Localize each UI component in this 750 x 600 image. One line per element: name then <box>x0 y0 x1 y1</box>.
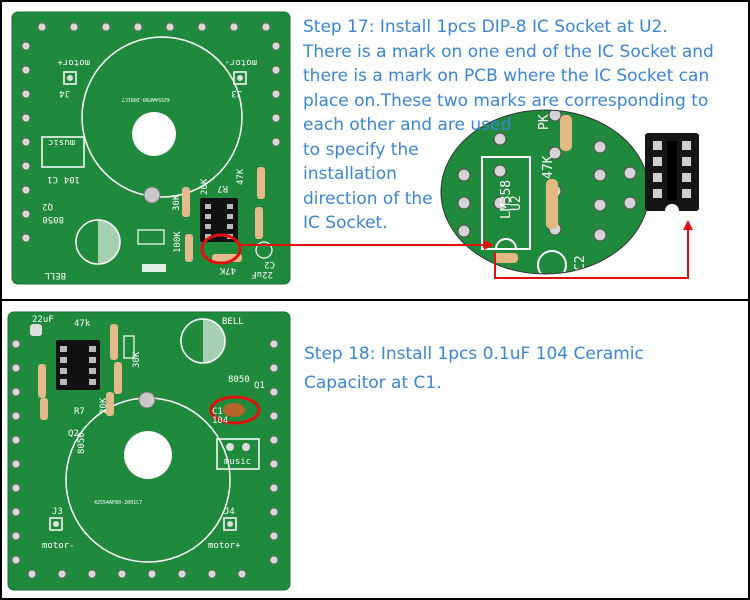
zoom-label-u2: U2 <box>509 195 524 211</box>
label-r7: R7 <box>217 183 228 193</box>
label-q2-name: Q2 <box>42 201 53 211</box>
label-q1-type: 8050 <box>228 375 250 385</box>
label-motor-minus: motor- <box>42 541 75 551</box>
label-j3: J3 <box>52 507 63 517</box>
zoom-label-lm358: LM358 <box>499 180 514 219</box>
step17-line-4: place on.These two marks are correspondi… <box>303 90 709 111</box>
label-motor-minus: motor- <box>224 57 257 67</box>
label-j4: J4 <box>224 507 235 517</box>
label-47k: 47K <box>236 168 246 185</box>
label-bell: BELL <box>44 270 66 280</box>
label-c1-value: 104 <box>212 416 228 426</box>
step17-line-2: There is a mark on one end of the IC Soc… <box>303 41 714 62</box>
step17-line-6: to specify the <box>303 139 419 160</box>
zoom-label-47k: 47K <box>541 155 556 179</box>
label-c2: C2 <box>264 259 275 269</box>
label-q2-type: 8050 <box>77 432 87 454</box>
step18-line-2: Capacitor at C1. <box>304 373 442 393</box>
label-q2-type: 8050 <box>42 214 64 224</box>
label-pcb-code: 42554AP80-2001C7 <box>122 96 170 102</box>
label-c1: C1 <box>212 407 223 417</box>
label-j3: J3 <box>231 88 242 98</box>
step17-line-5: each other and are used <box>303 115 512 135</box>
zoom-label-pk: PK <box>537 114 552 130</box>
step17-line-8: direction of the <box>303 188 433 209</box>
label-motor-plus: motor+ <box>57 57 90 67</box>
label-q2-name: Q2 <box>68 429 79 439</box>
label-motor-plus: motor+ <box>208 541 241 551</box>
zoom-label-c2: C2 <box>573 255 588 271</box>
label-c2-value: 22uF <box>251 269 273 279</box>
label-20k: 20K <box>99 397 109 414</box>
step17-arrows <box>240 220 693 279</box>
step18-pcb-photo: 22uF 47k BELL 8050 Q1 C1 104 R7 20K 30K … <box>2 304 292 594</box>
label-j4: J4 <box>59 88 70 98</box>
section-divider <box>0 299 750 301</box>
label-47k-bottom: 47K <box>219 265 236 275</box>
label-music: music <box>48 137 75 147</box>
label-22uf: 22uF <box>32 315 54 325</box>
label-bell: BELL <box>222 317 244 327</box>
label-r7: R7 <box>74 407 85 417</box>
step17-pcb-photo: motor+ motor- J4 J3 music BELL C1 104 80… <box>2 2 302 298</box>
label-20k: 20K <box>200 178 210 195</box>
step17-line-1: Step 17: Install 1pcs DIP-8 IC Socket at… <box>303 17 668 37</box>
step17-line-9: IC Socket. <box>303 213 388 233</box>
label-c1-value: 104 <box>64 174 80 184</box>
label-100k: 100K <box>173 231 183 253</box>
label-c1: C1 <box>47 174 58 184</box>
step18-instructions: Step 18: Install 1pcs 0.1uF 104 Ceramic … <box>304 340 734 398</box>
label-pcb-code: 42554AP80-2001C7 <box>94 500 142 506</box>
step17-zoom-inset: LM358 U2 47K C2 PK <box>440 109 699 275</box>
step17-line-7: installation <box>303 164 397 184</box>
step17-line-3: there is a mark on PCB where the IC Sock… <box>303 66 710 86</box>
step17-instructions: Step 17: Install 1pcs DIP-8 IC Socket at… <box>303 15 743 236</box>
label-47k: 47k <box>74 319 91 329</box>
label-30k: 30K <box>132 351 142 368</box>
label-q1-name: Q1 <box>254 381 265 391</box>
label-music: music <box>224 457 251 467</box>
label-30k: 30K <box>172 194 182 211</box>
step18-line-1: Step 18: Install 1pcs 0.1uF 104 Ceramic <box>304 344 644 364</box>
